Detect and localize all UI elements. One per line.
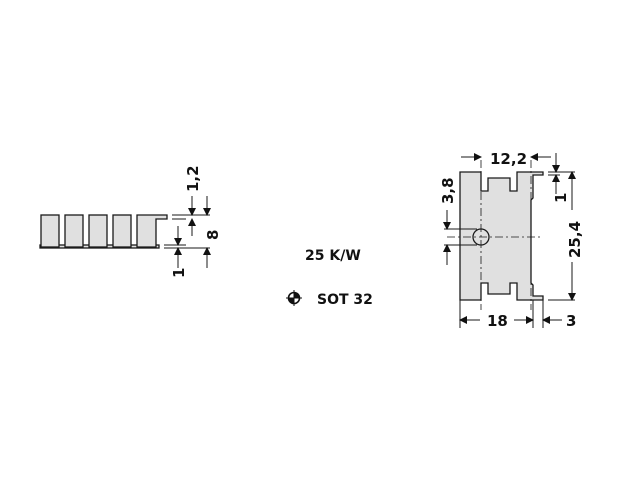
fin [112,214,132,248]
dim-tab-extension: 3 [566,312,576,330]
fin-lip [136,214,168,248]
dim-hole-offset: 3,8 [439,177,457,204]
dim-side-base-thickness: 1 [170,268,188,278]
fin [64,214,84,248]
dim-width: 18 [487,312,508,330]
center-lines [447,160,540,310]
package-label: SOT 32 [317,292,373,308]
fin [88,214,108,248]
side-view [39,214,168,249]
fin [40,214,60,248]
dim-side-height: 8 [204,230,222,240]
dim-tab-height: 1 [552,193,570,203]
thermal-resistance-label: 25 K/W [305,248,361,264]
dim-length: 25,4 [566,221,584,258]
dim-inner-width: 12,2 [490,150,527,168]
front-view [459,171,544,301]
front-view-dimensions [443,153,576,328]
dim-side-top-thickness: 1,2 [184,165,202,192]
transistor-package-icon [286,290,302,306]
side-view-dimensions [164,196,211,268]
